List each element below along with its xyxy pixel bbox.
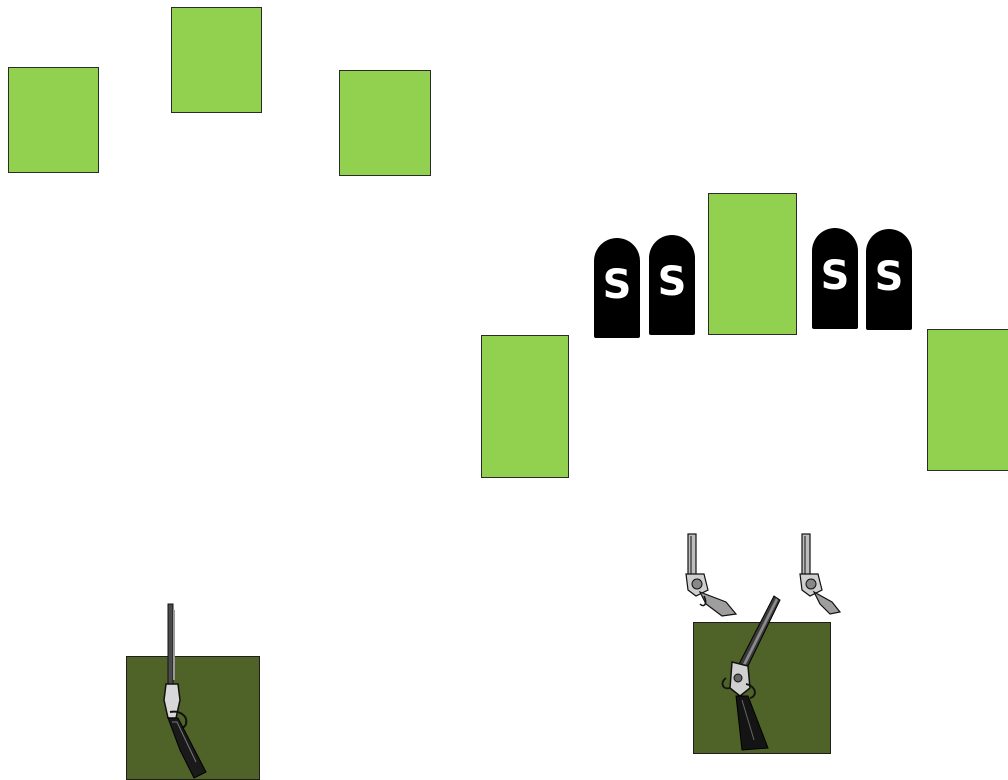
tombstone-letter: S (657, 259, 687, 305)
tombstone-letter: S (874, 253, 904, 300)
target-left-2 (171, 7, 262, 113)
target-left-3 (339, 70, 431, 176)
tombstone-target-3: S (812, 228, 858, 329)
tombstone-target-1: S (594, 238, 640, 338)
revolver-icon (799, 533, 842, 615)
tombstone-letter: S (820, 252, 850, 299)
target-right-left (481, 335, 569, 478)
target-left-1 (8, 67, 99, 173)
tombstone-target-2: S (649, 235, 695, 335)
target-right-right (927, 329, 1008, 471)
shotgun-icon (721, 595, 781, 751)
rifle-icon (163, 603, 207, 779)
tombstone-target-4: S (866, 229, 912, 330)
tombstone-letter: S (602, 262, 632, 308)
target-right-center (708, 193, 797, 335)
revolver-icon (685, 533, 738, 617)
